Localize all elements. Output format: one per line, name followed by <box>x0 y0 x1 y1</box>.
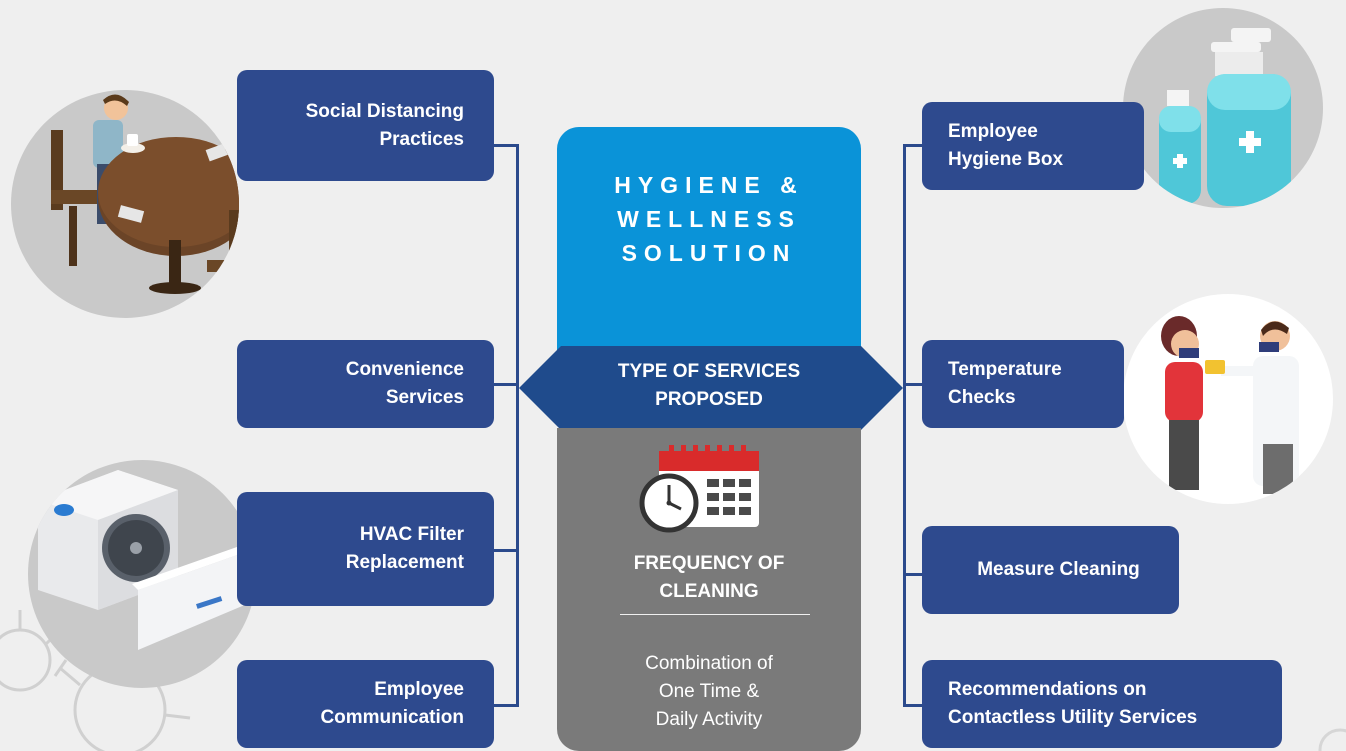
calendar-clock-icon <box>639 445 759 533</box>
services-band-label: TYPE OF SERVICES PROPOSED <box>617 361 801 410</box>
center-title: HYGIENE & WELLNESS SOLUTION <box>614 172 804 266</box>
right-branch <box>903 144 924 147</box>
services-band <box>519 346 903 430</box>
hvac-illustration <box>28 460 256 688</box>
service-box-contactless-utility: Recommendations on Contactless Utility S… <box>922 660 1282 748</box>
service-box-hygiene-box: Employee Hygiene Box <box>922 102 1144 190</box>
service-box-employee-communication: Employee Communication <box>237 660 494 748</box>
service-box-hvac-filter: HVAC Filter Replacement <box>237 492 494 606</box>
right-branch <box>903 383 924 386</box>
frequency-description: Combination of One Time & Daily Activity <box>645 653 773 730</box>
left-branch <box>493 144 519 147</box>
virus-decoration-corner-icon <box>1318 728 1346 751</box>
left-spine <box>516 144 519 707</box>
center-title-panel <box>557 127 861 357</box>
service-box-social-distancing: Social Distancing Practices <box>237 70 494 181</box>
frequency-title: FREQUENCY OF CLEANING <box>633 553 785 602</box>
left-branch <box>493 549 519 552</box>
service-box-temperature-checks: Temperature Checks <box>922 340 1124 428</box>
social-distancing-illustration <box>11 90 239 318</box>
right-spine <box>903 144 906 707</box>
temperature-check-illustration <box>1123 294 1333 504</box>
service-box-convenience: Convenience Services <box>237 340 494 428</box>
right-branch <box>903 704 924 707</box>
left-branch <box>493 383 519 386</box>
service-box-measure-cleaning: Measure Cleaning <box>922 526 1179 614</box>
frequency-divider <box>620 614 810 615</box>
hygiene-box-illustration <box>1123 8 1323 208</box>
left-branch <box>493 704 519 707</box>
right-branch <box>903 573 924 576</box>
